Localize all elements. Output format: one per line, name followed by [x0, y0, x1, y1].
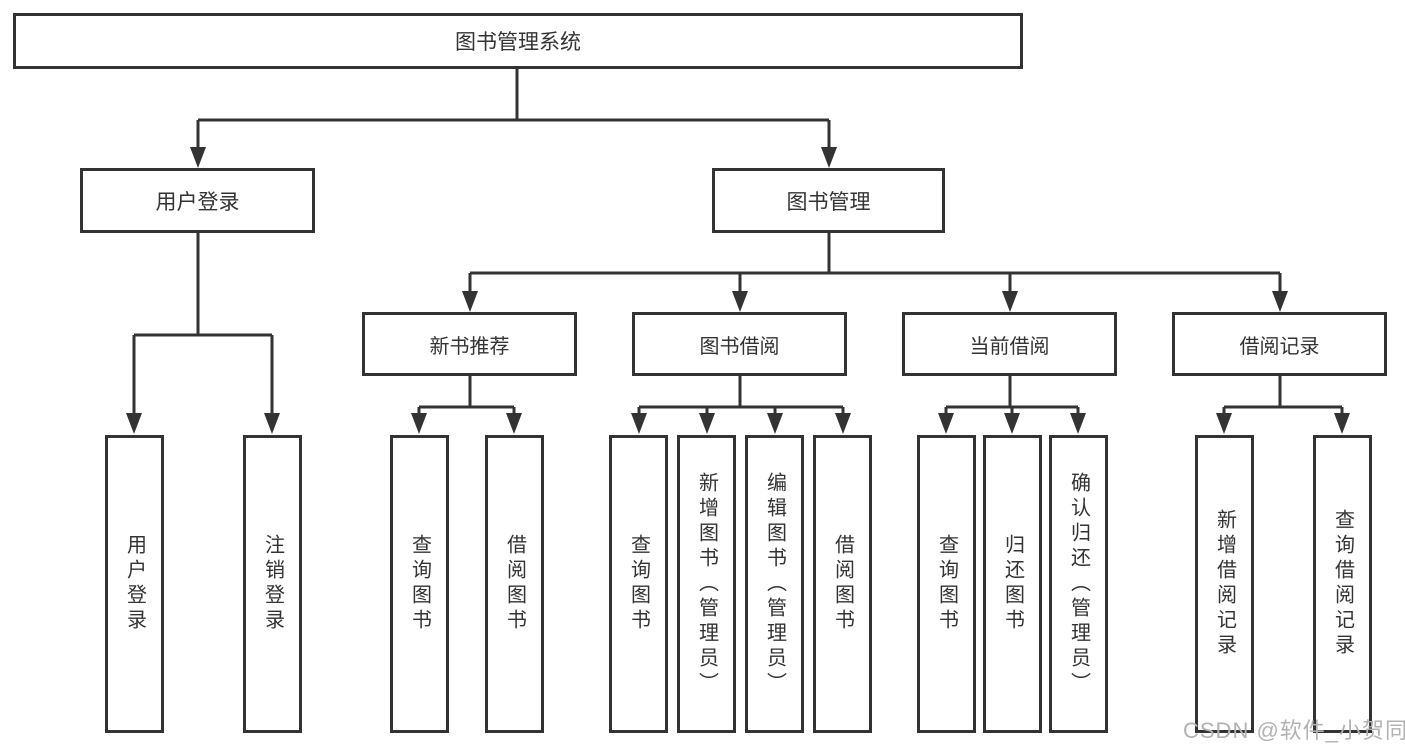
leaf-borrow-borrow-books: 借阅图书: [813, 435, 872, 733]
node-user-login: 用户登录: [80, 168, 315, 233]
leaf-newbook-borrow-books: 借阅图书: [485, 435, 544, 733]
node-book-management: 图书管理: [712, 168, 945, 233]
node-borrow-record: 借阅记录: [1172, 312, 1387, 376]
leaf-current-confirm-return-admin: 确认归还（管理员）: [1049, 435, 1108, 733]
node-current-borrow: 当前借阅: [902, 312, 1117, 376]
node-book-borrow: 图书借阅: [632, 312, 847, 376]
node-root: 图书管理系统: [13, 13, 1023, 69]
node-new-book-recommend: 新书推荐: [362, 312, 577, 376]
leaf-borrow-add-books-admin: 新增图书（管理员）: [677, 435, 736, 733]
leaf-current-query-books: 查询图书: [917, 435, 976, 733]
leaf-user-login: 用户登录: [105, 435, 164, 733]
watermark: CSDN @软件_小贺同学: [1183, 718, 1405, 743]
leaf-record-add: 新增借阅记录: [1195, 435, 1254, 733]
leaf-current-return-books: 归还图书: [983, 435, 1042, 733]
leaf-record-query: 查询借阅记录: [1313, 435, 1372, 733]
leaf-logout: 注销登录: [243, 435, 302, 733]
leaf-borrow-edit-books-admin: 编辑图书（管理员）: [745, 435, 804, 733]
leaf-borrow-query-books: 查询图书: [609, 435, 668, 733]
leaf-newbook-query-books: 查询图书: [390, 435, 449, 733]
